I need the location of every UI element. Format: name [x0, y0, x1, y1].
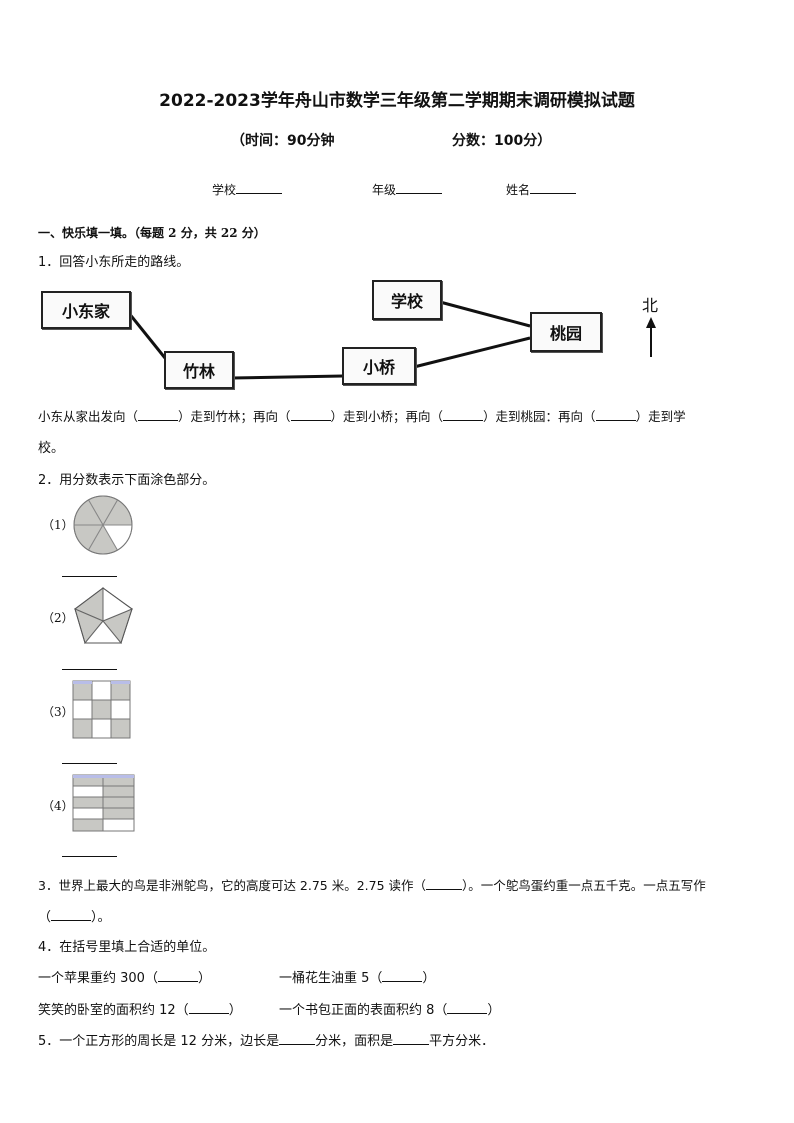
figure-pentagon — [74, 587, 134, 645]
question-4-item-3: 笑笑的卧室的面积约 12（） — [38, 1001, 242, 1018]
map-node-bridge: 小桥 — [342, 347, 416, 385]
question-4-item-4: 一个书包正面的表面积约 8（） — [279, 1001, 501, 1018]
figure-circle — [73, 495, 133, 555]
question-5: 5．一个正方形的周长是 12 分米，边长是分米，面积是平方分米． — [38, 1032, 495, 1049]
answer-line-2[interactable] — [62, 669, 117, 670]
north-label: 北 — [642, 296, 659, 315]
question-1-text-tail: 校。 — [38, 441, 65, 456]
figure-label-1: （1） — [42, 518, 74, 532]
question-3-line-2: （）。 — [38, 908, 111, 925]
map-node-bamboo: 竹林 — [164, 351, 234, 389]
question-1-text: 小东从家出发向（）走到竹林；再向（）走到小桥；再向（）走到桃园：再向（）走到学 — [38, 408, 686, 424]
question-1-prompt: 1．回答小东所走的路线。 — [38, 255, 190, 270]
figure-label-3: （3） — [42, 705, 74, 719]
answer-blank-4[interactable] — [595, 408, 636, 421]
field-school[interactable]: 学校 — [212, 181, 283, 198]
answer-blank-unit-3[interactable] — [188, 1001, 229, 1014]
answer-blank-unit-2[interactable] — [382, 969, 423, 982]
question-4-prompt: 4．在括号里填上合适的单位。 — [38, 940, 216, 955]
question-3-line-1: 3．世界上最大的鸟是非洲鸵鸟，它的高度可达 2.75 米。2.75 读作（）。一… — [38, 877, 706, 893]
map-node-peach-garden: 桃园 — [530, 312, 602, 352]
field-label: 年级 — [372, 183, 397, 197]
answer-line-3[interactable] — [62, 763, 117, 764]
answer-blank-unit-1[interactable] — [157, 969, 198, 982]
map-node-school: 学校 — [372, 280, 442, 320]
figure-label-4: （4） — [42, 799, 74, 813]
page-title: 2022-2023学年舟山市数学三年级第二学期期末调研模拟试题 — [159, 91, 635, 111]
section-heading: 一、快乐填一填。（每题 2 分，共 22 分） — [38, 226, 266, 240]
figure-label-2: （2） — [42, 611, 74, 625]
answer-blank-3[interactable] — [443, 408, 484, 421]
answer-blank-area[interactable] — [393, 1032, 430, 1045]
answer-blank-side[interactable] — [279, 1032, 316, 1045]
blank-line — [530, 181, 577, 194]
exam-score: 分数：100分） — [452, 133, 552, 149]
answer-blank-unit-4[interactable] — [447, 1001, 488, 1014]
question-2-prompt: 2．用分数表示下面涂色部分。 — [38, 473, 216, 488]
field-label: 学校 — [212, 183, 237, 197]
blank-line — [396, 181, 443, 194]
field-name[interactable]: 姓名 — [506, 181, 577, 198]
north-arrow-icon — [646, 317, 656, 357]
answer-line-4[interactable] — [62, 856, 117, 857]
field-label: 姓名 — [506, 183, 531, 197]
route-map — [126, 300, 656, 380]
answer-blank-2[interactable] — [290, 408, 331, 421]
figure-grid-3x3 — [72, 680, 131, 739]
answer-blank-write[interactable] — [51, 908, 92, 921]
question-4-item-1: 一个苹果重约 300（） — [38, 969, 211, 986]
map-node-home: 小东家 — [41, 291, 131, 329]
exam-time: （时间：90分钟 — [231, 133, 335, 149]
field-grade[interactable]: 年级 — [372, 181, 443, 198]
answer-line-1[interactable] — [62, 576, 117, 577]
answer-blank-1[interactable] — [138, 408, 179, 421]
answer-blank-read[interactable] — [426, 877, 463, 890]
question-4-item-2: 一桶花生油重 5（） — [279, 969, 436, 986]
blank-line — [236, 181, 283, 194]
figure-grid-5x2 — [72, 774, 135, 832]
